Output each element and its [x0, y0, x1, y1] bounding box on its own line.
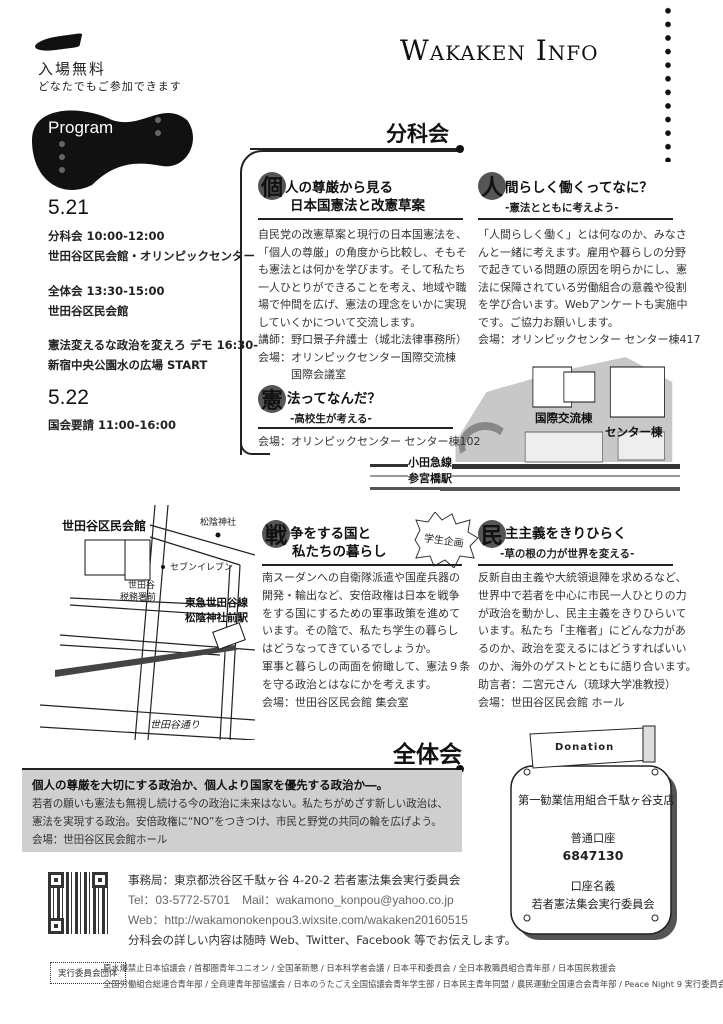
organizers-label: 実行委員会団体: [50, 962, 126, 984]
session-title: 主主義をきりひらく: [505, 526, 627, 542]
initial-badge: 民: [478, 520, 506, 549]
program-item: 新宿中央公園水の広場 START: [48, 358, 208, 372]
map-label: 世田谷: [128, 581, 156, 591]
organizers-list: 原水爆禁止日本協議会 / 首都圏青年ユニオン / 全国革新懇 / 日本科学者会議…: [103, 963, 723, 989]
initial-badge: 個: [258, 172, 286, 201]
session-title: 争をする国と: [290, 526, 371, 542]
general-body: 憲法を実現する政治。安倍政権に“NO”をつきつけ、市民と野党の共同の輪を広げよう…: [32, 816, 442, 828]
map-label: 世田谷区民会館: [62, 519, 147, 533]
campus-label: 参宮橋駅: [408, 472, 452, 486]
donation-holder: 若者憲法集会実行委員会: [531, 898, 655, 911]
initial-badge: 戦: [262, 520, 290, 549]
session-body: 会場：オリンピックセンター センター棟102: [258, 435, 481, 448]
divider: [478, 564, 673, 566]
general-lead: 個人の尊厳を大切にする政治か、個人より国家を優先する政治か―。: [32, 778, 389, 792]
admission-sub: どなたでもご参加できます: [38, 80, 182, 93]
general-venue: 会場：世田谷区民会館ホール: [32, 834, 168, 846]
session-body: 「人間らしく働く」とは何なのか、みなさんと一緒に考えます。雇用や暮らしの分野で起…: [478, 228, 701, 346]
donation-jar: [510, 725, 677, 940]
program-item: 憲法変えるな政治を変えろ デモ 16:30-: [48, 338, 259, 352]
initial-badge: 人: [478, 172, 506, 201]
campus-label: 国際交流棟: [535, 411, 593, 425]
session-title: 日本国憲法と改憲草案: [290, 198, 425, 214]
session-body: 反新自由主義や大統領退陣を求めるなど、世界中で若者を中心に市民一人ひとりの力が政…: [478, 571, 697, 709]
heading-rule: [22, 765, 464, 773]
wakaken-info-logo: Wakaken Info: [400, 34, 599, 67]
bunkakai-heading: 分科会: [386, 122, 449, 146]
heading-rule: [250, 145, 464, 153]
divider: [258, 427, 453, 429]
session-subtitle: -憲法とともに考えよう-: [505, 202, 619, 214]
contact-note: 分科会の詳しい内容は随時 Web、Twitter、Facebook 等でお伝えし…: [128, 933, 517, 947]
date-5-21: 5.21: [48, 196, 89, 219]
program-item: 分科会 10:00-12:00: [48, 229, 165, 243]
program-blob: [32, 110, 193, 190]
area-map: [40, 505, 255, 740]
divider: [478, 218, 673, 220]
session-body: 自民党の改憲草案と現行の日本国憲法を、「個人の尊厳」の角度から比較し、そもそも憲…: [258, 228, 467, 381]
divider: [262, 564, 462, 566]
map-label: セブンイレブン: [170, 563, 234, 573]
dotted-line: [664, 4, 672, 162]
map-label: 世田谷通り: [150, 720, 200, 731]
website-link[interactable]: Web：http://wakamonokenpou3.wixsite.com/w…: [128, 913, 468, 927]
general-heading: 全体会: [393, 742, 462, 768]
initial-badge: 憲: [258, 385, 286, 414]
general-box: 個人の尊厳を大切にする政治か、個人より国家を優先する政治か―。 若者の願いも憲法…: [22, 770, 462, 852]
donation-account-number: 6847130: [562, 848, 624, 863]
tel-mail[interactable]: Tel：03-5772-5701 Mail：wakamono_konpou@ya…: [128, 893, 454, 907]
program-item: 国会要請 11:00-16:00: [48, 418, 176, 432]
donation-account-type: 普通口座: [570, 832, 616, 845]
session-subtitle: -高校生が考える-: [290, 413, 372, 425]
campus-label: センター棟: [605, 425, 663, 439]
campus-label: 小田急線: [408, 456, 452, 470]
program-item: 世田谷区民会館・オリンピックセンター: [48, 249, 255, 263]
program-label: Program: [48, 118, 114, 137]
bunkakai-frame-bottom: [240, 300, 270, 455]
divider: [258, 218, 463, 220]
admission-free: 入場無料: [38, 60, 107, 78]
session-title: 私たちの暮らし: [292, 544, 387, 560]
session-title: 間らしく働くってなに？: [505, 180, 653, 196]
session-title: 人の尊厳から見る: [285, 180, 393, 196]
session-subtitle: -草の根の力が世界を変える-: [500, 548, 635, 560]
office-address: 事務局：東京都渋谷区千駄ヶ谷 4-20-2 若者憲法集会実行委員会: [128, 873, 461, 887]
map-label: 松陰神社: [200, 518, 237, 528]
map-label: 松陰神社前駅: [185, 612, 248, 624]
program-item: 全体会 13:30-15:00: [48, 284, 165, 298]
donation-bank: 第一勧業信用組合千駄ヶ谷支店: [518, 794, 675, 807]
donation-label: Donation: [555, 742, 615, 753]
session-body: 南スーダンへの自衛隊派遣や国産兵器の開発・輸出など、安倍政権は日本を戦争をする国…: [262, 571, 471, 709]
decorative-slash: [33, 33, 83, 53]
map-label: 東急世田谷線: [185, 597, 248, 609]
qr-code[interactable]: [48, 872, 108, 934]
map-label: 税務署前: [120, 593, 157, 603]
program-item: 世田谷区民会館: [48, 304, 129, 318]
session-title: 法ってなんだ？: [287, 391, 381, 407]
date-5-22: 5.22: [48, 386, 89, 409]
campus-map: [440, 357, 680, 491]
donation-holder-label: 口座名義: [570, 880, 616, 893]
general-body: 若者の願いも憲法も無視し続ける今の政治に未来はない。私たちがめざす新しい政治は、: [32, 798, 448, 810]
